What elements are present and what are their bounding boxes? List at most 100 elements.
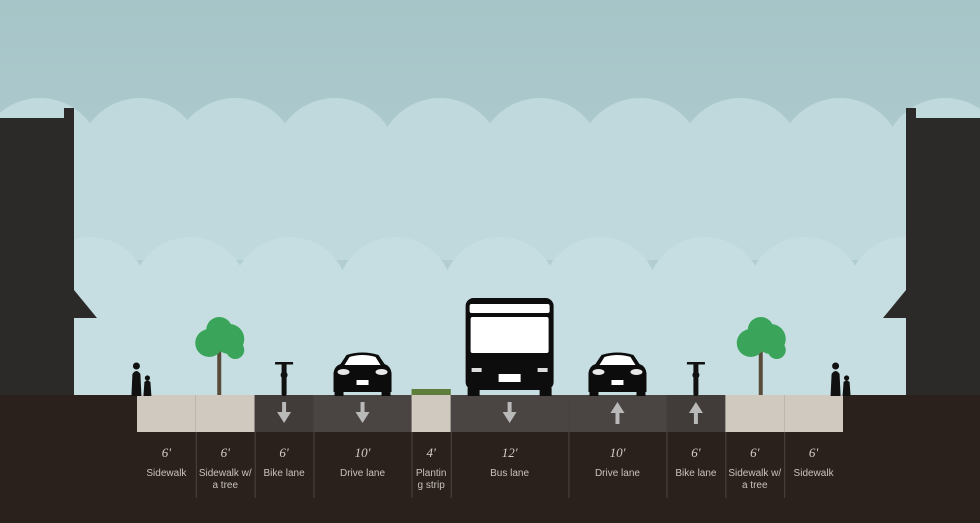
car-wheel [334, 390, 344, 396]
car-icon [588, 352, 647, 396]
arrow-shaft [282, 402, 287, 414]
segment-divider [784, 432, 786, 498]
tree-trunk [758, 345, 763, 395]
tree-leaves [767, 341, 786, 359]
car-wheel [636, 390, 646, 396]
car-windshield [599, 355, 636, 365]
car-wheel [589, 390, 599, 396]
arrow-shaft [693, 411, 698, 424]
tree-leaves [226, 341, 245, 359]
segment-divider [568, 432, 570, 498]
segment-label: 6' Sidewalk w/ a tree [725, 445, 784, 492]
tree-leaves [747, 317, 774, 343]
right-building [883, 108, 980, 395]
segment-name: Sidewalk w/ a tree [728, 468, 782, 491]
arrow-head [355, 412, 370, 423]
segment-width: 6' [808, 445, 819, 460]
tree-trunk [217, 345, 222, 395]
bus-headlight [537, 368, 548, 372]
segment-name: Planting strip [415, 468, 447, 491]
segment-divider [450, 432, 452, 498]
adult-head [832, 362, 840, 370]
segment-width: 12' [501, 445, 518, 460]
segment-divider [313, 432, 315, 498]
arrow-head [688, 402, 703, 413]
segment-divider [725, 432, 727, 498]
arrow-shaft [615, 411, 620, 424]
segment-width: 6' [691, 445, 701, 460]
car-plate [611, 380, 624, 385]
segment-label: 6' Sidewalk w/ a tree [196, 445, 255, 492]
arrow-shaft [507, 402, 512, 414]
segment-width: 4' [426, 445, 436, 460]
street-segments [137, 389, 843, 498]
segment-name: Sidewalk [146, 468, 187, 479]
bicycle-icon [686, 362, 705, 396]
arrow-head [610, 402, 625, 413]
adult-body [830, 371, 841, 396]
arrow-shaft [360, 402, 365, 414]
bus-plate [498, 374, 521, 382]
segment-divider [195, 432, 197, 498]
segment-width: 10' [609, 445, 626, 460]
car-windshield [344, 355, 381, 365]
segment-label: 4' Planting strip [412, 445, 451, 492]
rider-head [280, 371, 288, 379]
segment-name: Bike lane [263, 468, 305, 479]
child-body [842, 380, 851, 396]
tree-icon [736, 317, 786, 395]
bicycle-icon [275, 362, 294, 396]
segment-surface [195, 395, 255, 432]
segment-label: 10'Drive lane [314, 445, 412, 480]
car-headlight [337, 369, 350, 375]
segment-name: Drive lane [594, 468, 640, 479]
bus-windshield [470, 317, 549, 353]
tree-leaves [206, 317, 233, 343]
segment-width: 6' [161, 445, 172, 460]
arrow-up-icon [610, 402, 625, 424]
segment-width: 6' [750, 445, 760, 460]
street-objects [131, 298, 851, 396]
arrow-down-icon [277, 402, 292, 423]
segment-label: 10' Drive lane [568, 445, 666, 480]
segment-label: 6' Sidewalk [784, 445, 843, 480]
car-headlight [592, 369, 605, 375]
rider-head [692, 371, 700, 379]
arrow-down-icon [355, 402, 370, 423]
segment-label: 12' Bus lane [451, 445, 569, 480]
car-plate [356, 380, 369, 385]
car-icon [333, 352, 392, 396]
segment-surface [784, 395, 843, 432]
segment-name: Bus lane [490, 468, 530, 479]
child-head [144, 375, 151, 381]
segment-width: 6' [220, 445, 230, 460]
segment-divider [254, 432, 256, 498]
bike-body [693, 362, 699, 396]
bus-sign [469, 304, 550, 313]
adult-head [132, 362, 140, 370]
segment-label: 6' Bike lane [255, 445, 314, 480]
bus-headlight [471, 368, 482, 372]
segment-label: 6' Bike lane [667, 445, 726, 480]
pedestrian-icon [830, 362, 851, 396]
tree-icon [195, 317, 245, 395]
arrow-head [277, 412, 292, 423]
bike-body [281, 362, 287, 396]
segment-surface [725, 395, 785, 432]
segment-name: Bike lane [675, 468, 717, 479]
segment-name: Sidewalk w/ a tree [198, 468, 252, 491]
arrow-up-icon [688, 402, 703, 424]
planting-grass [411, 389, 451, 395]
car-wheel [381, 390, 391, 396]
bus-wheel [539, 388, 552, 396]
bus-wheel [467, 388, 480, 396]
segment-name: Sidewalk [793, 468, 834, 479]
car-headlight [630, 369, 643, 375]
segment-name: Drive lane [340, 468, 386, 479]
child-head [843, 375, 850, 381]
segment-width: 6' [279, 445, 289, 460]
segment-divider [666, 432, 668, 498]
arrow-head [502, 412, 517, 423]
